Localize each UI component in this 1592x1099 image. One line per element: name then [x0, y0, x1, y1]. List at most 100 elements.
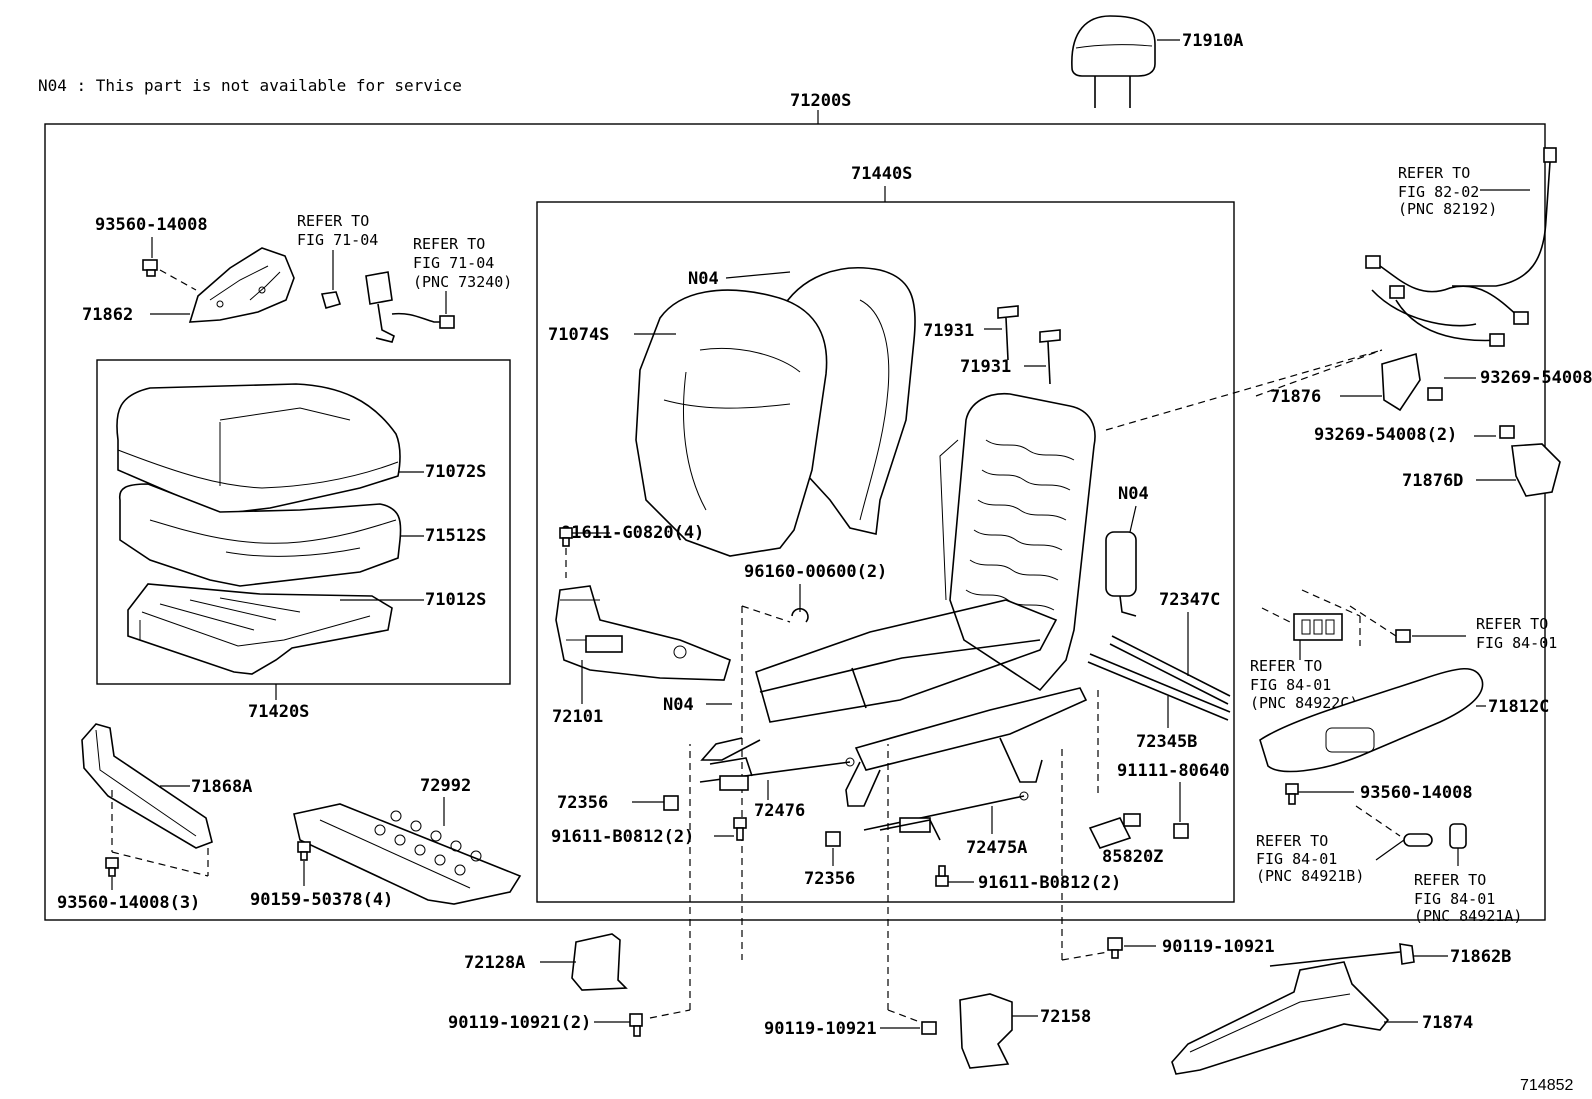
- bolt-90119-2-drawing: [629, 1013, 643, 1037]
- label-72128A: 72128A: [464, 953, 525, 973]
- refer-knob-a-line2: FIG 84-01: [1256, 850, 1337, 868]
- refer-switch-right-line2: FIG 84-01: [1476, 634, 1557, 652]
- label-72356-b: 72356: [804, 869, 855, 889]
- rod-72347C-drawing: [1109, 635, 1231, 705]
- label-71876: 71876: [1270, 387, 1321, 407]
- clip-96160-drawing: [791, 607, 809, 623]
- label-91611-B0812-2-b: 91611-B0812(2): [978, 873, 1121, 893]
- knob-a-drawing: [1403, 833, 1433, 847]
- refer-switch-right-line1: REFER TO: [1476, 615, 1548, 633]
- seat-assembly-box: [44, 123, 1546, 921]
- label-96160-00600-2: 96160-00600(2): [744, 562, 887, 582]
- label-90159-50378-4: 90159-50378(4): [250, 890, 393, 910]
- cushion-box: [96, 359, 511, 685]
- label-71072S: 71072S: [425, 462, 486, 482]
- switch-panel-drawing: [1293, 613, 1343, 641]
- sensor-85820Z-drawing: [1088, 813, 1141, 849]
- wire-harness-drawing: [1365, 147, 1557, 347]
- refer-knob-b-line2: FIG 84-01: [1414, 890, 1495, 908]
- refer-switch-panel-line3: (PNC 84922C): [1250, 694, 1358, 712]
- label-71874: 71874: [1422, 1013, 1473, 1033]
- figure-number: 714852: [1520, 1077, 1573, 1094]
- label-71862B: 71862B: [1450, 947, 1511, 967]
- motor-72476-drawing: [699, 757, 855, 791]
- refer-switch-panel-line1: REFER TO: [1250, 657, 1322, 675]
- refer-belt-harness-line1: REFER TO: [413, 235, 485, 253]
- side-cover-71812C-drawing: [1259, 668, 1484, 773]
- label-85820Z: 85820Z: [1102, 847, 1163, 867]
- under-plate-72992-drawing: [293, 803, 522, 905]
- refer-belt-harness-line2: FIG 71-04: [413, 254, 494, 272]
- clip-71862B-drawing: [1269, 943, 1415, 967]
- bracket-71876-drawing: [1381, 352, 1421, 412]
- bolt-90119-right-drawing: [1107, 937, 1123, 959]
- cushion-pad-drawing: [118, 483, 402, 587]
- refer-wire-harness-line2: FIG 82-02: [1398, 183, 1479, 201]
- seatback-frame-drawing: [939, 393, 1096, 692]
- bolt-93560-drawing: [142, 259, 158, 277]
- label-N04-a: N04: [688, 269, 719, 289]
- cover-72158-drawing: [959, 993, 1013, 1069]
- label-N04-b: N04: [1118, 484, 1149, 504]
- seatback-pad-drawing: [635, 289, 828, 557]
- refer-belt-buckle-line2: FIG 71-04: [297, 231, 378, 249]
- label-71931-b: 71931: [960, 357, 1011, 377]
- label-90119-10921-right: 90119-10921: [1162, 937, 1275, 957]
- bolt-91611-B0812-a-drawing: [733, 817, 747, 841]
- refer-wire-harness-line1: REFER TO: [1398, 164, 1470, 182]
- refer-knob-b-line3: (PNC 84921A): [1414, 907, 1522, 925]
- screw-refer-right-drawing: [1395, 629, 1411, 643]
- cover-71862-drawing: [188, 247, 295, 323]
- seat-track-drawing: [700, 599, 1088, 807]
- service-note: N04 : This part is not available for ser…: [38, 76, 462, 95]
- cushion-frame-drawing: [127, 583, 393, 675]
- label-72476: 72476: [754, 801, 805, 821]
- bolt-90119-left-drawing: [921, 1021, 937, 1035]
- label-71074S: 71074S: [548, 325, 609, 345]
- label-71012S: 71012S: [425, 590, 486, 610]
- nut-72356-b-drawing: [825, 831, 841, 847]
- label-71420S: 71420S: [248, 702, 309, 722]
- screw-93269-b-drawing: [1499, 425, 1515, 439]
- cover-72128A-drawing: [571, 933, 628, 991]
- label-71812C: 71812C: [1488, 697, 1549, 717]
- label-71910A: 71910A: [1182, 31, 1243, 51]
- label-90119-10921-2: 90119-10921(2): [448, 1013, 591, 1033]
- label-93560-14008-right: 93560-14008: [1360, 783, 1473, 803]
- label-71512S: 71512S: [425, 526, 486, 546]
- headrest-drawing: [1071, 15, 1156, 108]
- label-72992: 72992: [420, 776, 471, 796]
- label-72347C: 72347C: [1159, 590, 1220, 610]
- pin-71931-b-drawing: [1039, 329, 1061, 385]
- refer-switch-panel-line2: FIG 84-01: [1250, 676, 1331, 694]
- label-71440S: 71440S: [851, 164, 912, 184]
- belt-buckle-drawing: [320, 271, 455, 343]
- rod-72345B-drawing: [1087, 653, 1231, 721]
- bracket-71874-drawing: [1171, 961, 1390, 1075]
- refer-knob-b-line1: REFER TO: [1414, 871, 1486, 889]
- label-72475A: 72475A: [966, 838, 1027, 858]
- bolt-90159-drawing: [297, 841, 311, 861]
- refer-wire-harness-line3: (PNC 82192): [1398, 200, 1497, 218]
- bolt-91111-drawing: [1173, 823, 1189, 839]
- refer-knob-a-line3: (PNC 84921B): [1256, 867, 1364, 885]
- label-93560-14008-top: 93560-14008: [95, 215, 208, 235]
- screw-93269-a-drawing: [1427, 387, 1443, 401]
- cushion-cover-drawing: [116, 383, 401, 515]
- nut-72356-a-drawing: [663, 795, 679, 811]
- label-72158: 72158: [1040, 1007, 1091, 1027]
- refer-belt-harness-line3: (PNC 73240): [413, 273, 512, 291]
- bolt-93560-3-drawing: [105, 857, 119, 877]
- label-N04-c: N04: [663, 695, 694, 715]
- recliner-72101-drawing: [555, 585, 731, 681]
- label-93269-54008-2-b: 93269-54008(2): [1314, 425, 1457, 445]
- label-72345B: 72345B: [1136, 732, 1197, 752]
- pin-71931-a-drawing: [997, 305, 1019, 361]
- motor-72475A-drawing: [863, 791, 1029, 841]
- label-91611-G0820-4: 91611-G0820(4): [561, 523, 704, 543]
- lumbar-unit-drawing: [1105, 531, 1137, 617]
- knob-b-drawing: [1449, 823, 1467, 849]
- label-72101: 72101: [552, 707, 603, 727]
- side-cover-71868A-drawing: [81, 723, 213, 849]
